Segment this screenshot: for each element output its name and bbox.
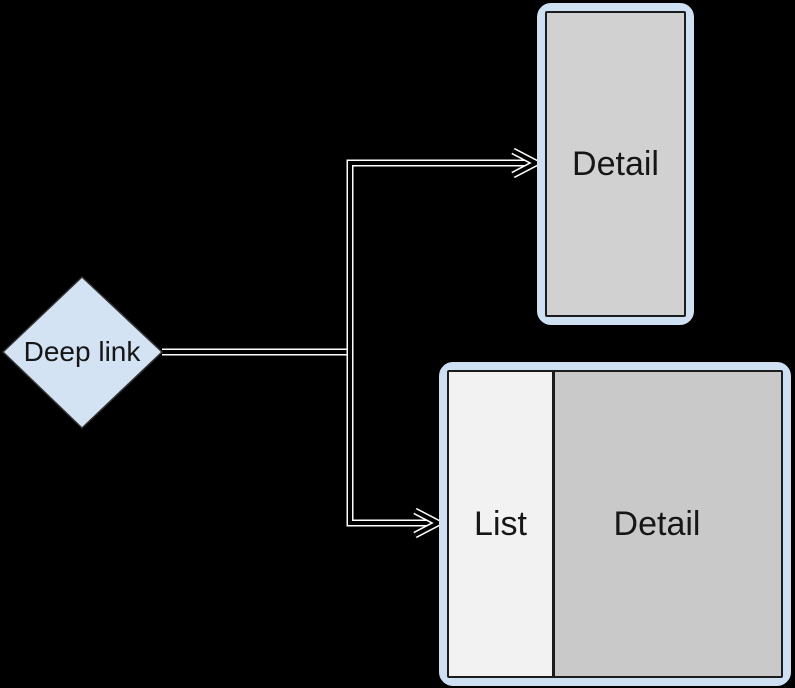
deep-link-decision-shape	[1, 275, 164, 430]
list-pane: List	[449, 372, 555, 676]
arrowhead-to-list-detail-core	[414, 509, 443, 537]
arrowhead-to-detail-core	[512, 149, 541, 177]
deep-link-label: Deep link	[23, 336, 141, 367]
connector-branches-core	[348, 161, 534, 525]
detail-pane-label: Detail	[613, 504, 701, 543]
detail-screen-label: Detail	[572, 144, 659, 183]
detail-screen-panel: Detail	[545, 11, 686, 317]
detail-screen-frame: Detail	[537, 3, 694, 325]
list-pane-label: List	[474, 504, 527, 543]
detail-pane: Detail	[555, 372, 781, 676]
list-detail-screen-frame: List Detail	[439, 362, 791, 686]
list-detail-screen-panel: List Detail	[447, 370, 783, 678]
